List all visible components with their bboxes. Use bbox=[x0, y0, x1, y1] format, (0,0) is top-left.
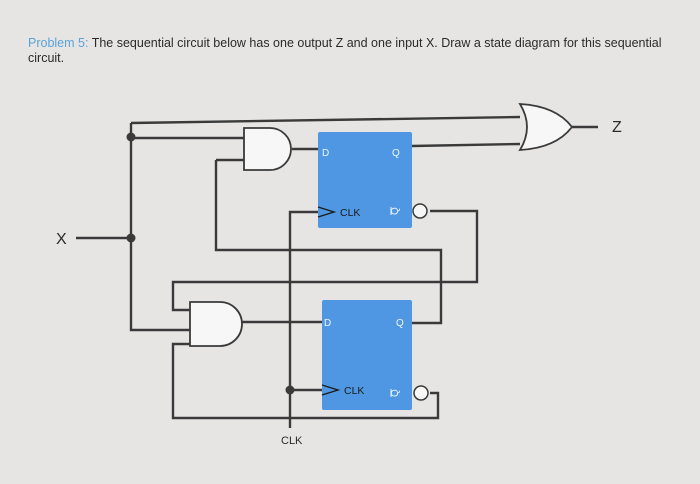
ff1-qbar-bubble bbox=[412, 203, 428, 219]
problem-statement: Problem 5: The sequential circuit below … bbox=[28, 36, 678, 66]
ff1-clk-triangle-icon bbox=[317, 206, 337, 218]
wire-clock bbox=[288, 210, 322, 428]
wire-top-bus-a bbox=[130, 115, 521, 125]
input-x-label: X bbox=[56, 231, 67, 248]
ff2-clk-triangle-icon bbox=[321, 384, 341, 396]
wire-ff2-q bbox=[412, 286, 443, 325]
and-gate-1 bbox=[243, 127, 292, 171]
problem-label: Problem 5: bbox=[28, 36, 89, 50]
junction-dot bbox=[126, 233, 136, 243]
flip-flop-1: D Q CLK Q bbox=[317, 132, 428, 228]
or-gate-output bbox=[518, 103, 574, 151]
ff2-qbar-bubble bbox=[413, 385, 429, 401]
ff2-clk-label: CLK bbox=[344, 385, 364, 397]
wire-ff1-qbar bbox=[171, 209, 479, 312]
wire-bottom-loop bbox=[171, 342, 440, 420]
output-z-label: Z bbox=[612, 119, 622, 136]
wire-and1-in2 bbox=[214, 158, 443, 286]
and-gate-2 bbox=[189, 301, 243, 347]
ff1-q-label: Q bbox=[392, 148, 400, 159]
ff2-d-label: D bbox=[324, 318, 331, 329]
ff1-d-label: D bbox=[322, 148, 329, 159]
ff1-qbar-label: Q bbox=[390, 207, 401, 215]
ff2-qbar-label: Q bbox=[390, 389, 401, 397]
junction-dot bbox=[285, 385, 295, 395]
wire-left-vertical bbox=[129, 123, 190, 332]
ff2-q-label: Q bbox=[396, 318, 404, 329]
junction-dot bbox=[126, 132, 136, 142]
flip-flop-2: D Q CLK Q bbox=[321, 300, 429, 410]
clock-label: CLK bbox=[281, 435, 303, 447]
problem-body: The sequential circuit below has one out… bbox=[28, 36, 662, 65]
ff1-clk-label: CLK bbox=[340, 207, 360, 219]
wire-q1-to-z-gate bbox=[411, 142, 521, 148]
